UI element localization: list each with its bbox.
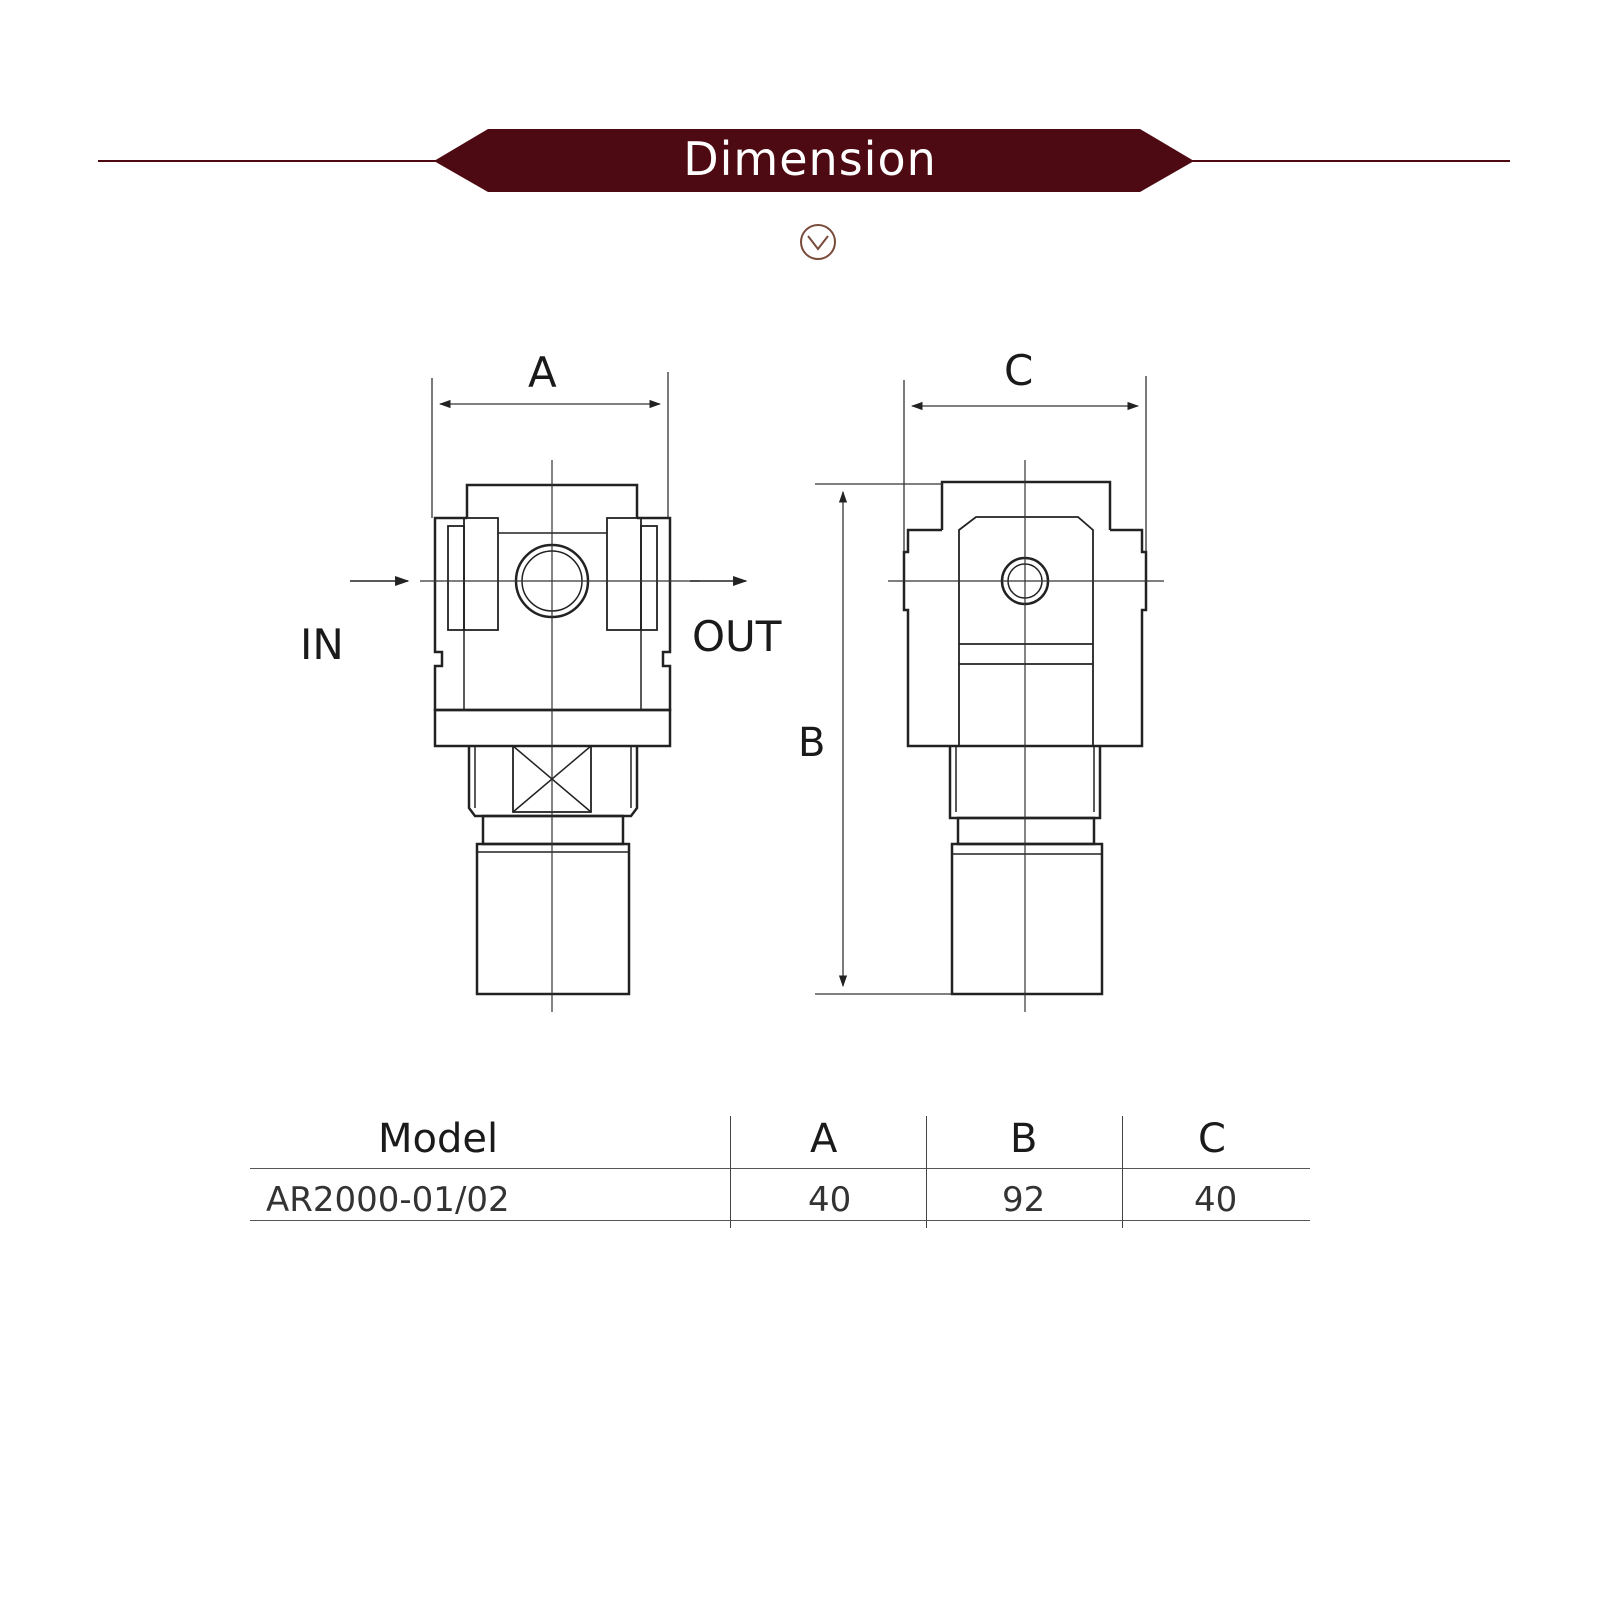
side-view-centerlines <box>888 460 1164 1012</box>
inlet-label: IN <box>300 620 344 669</box>
table-column-divider <box>730 1116 731 1228</box>
dimension-label-c: C <box>1004 346 1034 395</box>
table-cell-c: 40 <box>1194 1180 1238 1220</box>
dimension-c <box>903 376 1147 552</box>
table-column-divider <box>926 1116 927 1228</box>
chevron-down-circle-icon[interactable] <box>800 224 836 260</box>
table-cell-b: 92 <box>1002 1180 1046 1220</box>
dimension-table: Model A B C AR2000-01/02 40 92 40 <box>250 1108 1310 1228</box>
page-title: Dimension <box>683 132 937 186</box>
table-cell-model: AR2000-01/02 <box>266 1180 510 1220</box>
table-header-c: C <box>1198 1116 1226 1162</box>
table-cell-a: 40 <box>808 1180 852 1220</box>
dimension-drawing <box>350 372 1164 1012</box>
table-column-divider <box>1122 1116 1123 1228</box>
dimension-a <box>431 372 669 518</box>
table-header-divider <box>250 1168 1310 1169</box>
dimension-label-b: B <box>798 720 826 766</box>
table-header-b: B <box>1010 1116 1038 1162</box>
front-view-centerlines <box>420 460 700 1012</box>
outlet-label: OUT <box>692 612 782 661</box>
section-banner <box>98 129 1510 260</box>
table-header-model: Model <box>378 1116 499 1162</box>
banner-ribbon <box>434 129 1194 192</box>
table-header-a: A <box>810 1116 838 1162</box>
table-bottom-border <box>250 1220 1310 1221</box>
dimension-b <box>815 483 952 995</box>
dimension-label-a: A <box>528 348 557 397</box>
